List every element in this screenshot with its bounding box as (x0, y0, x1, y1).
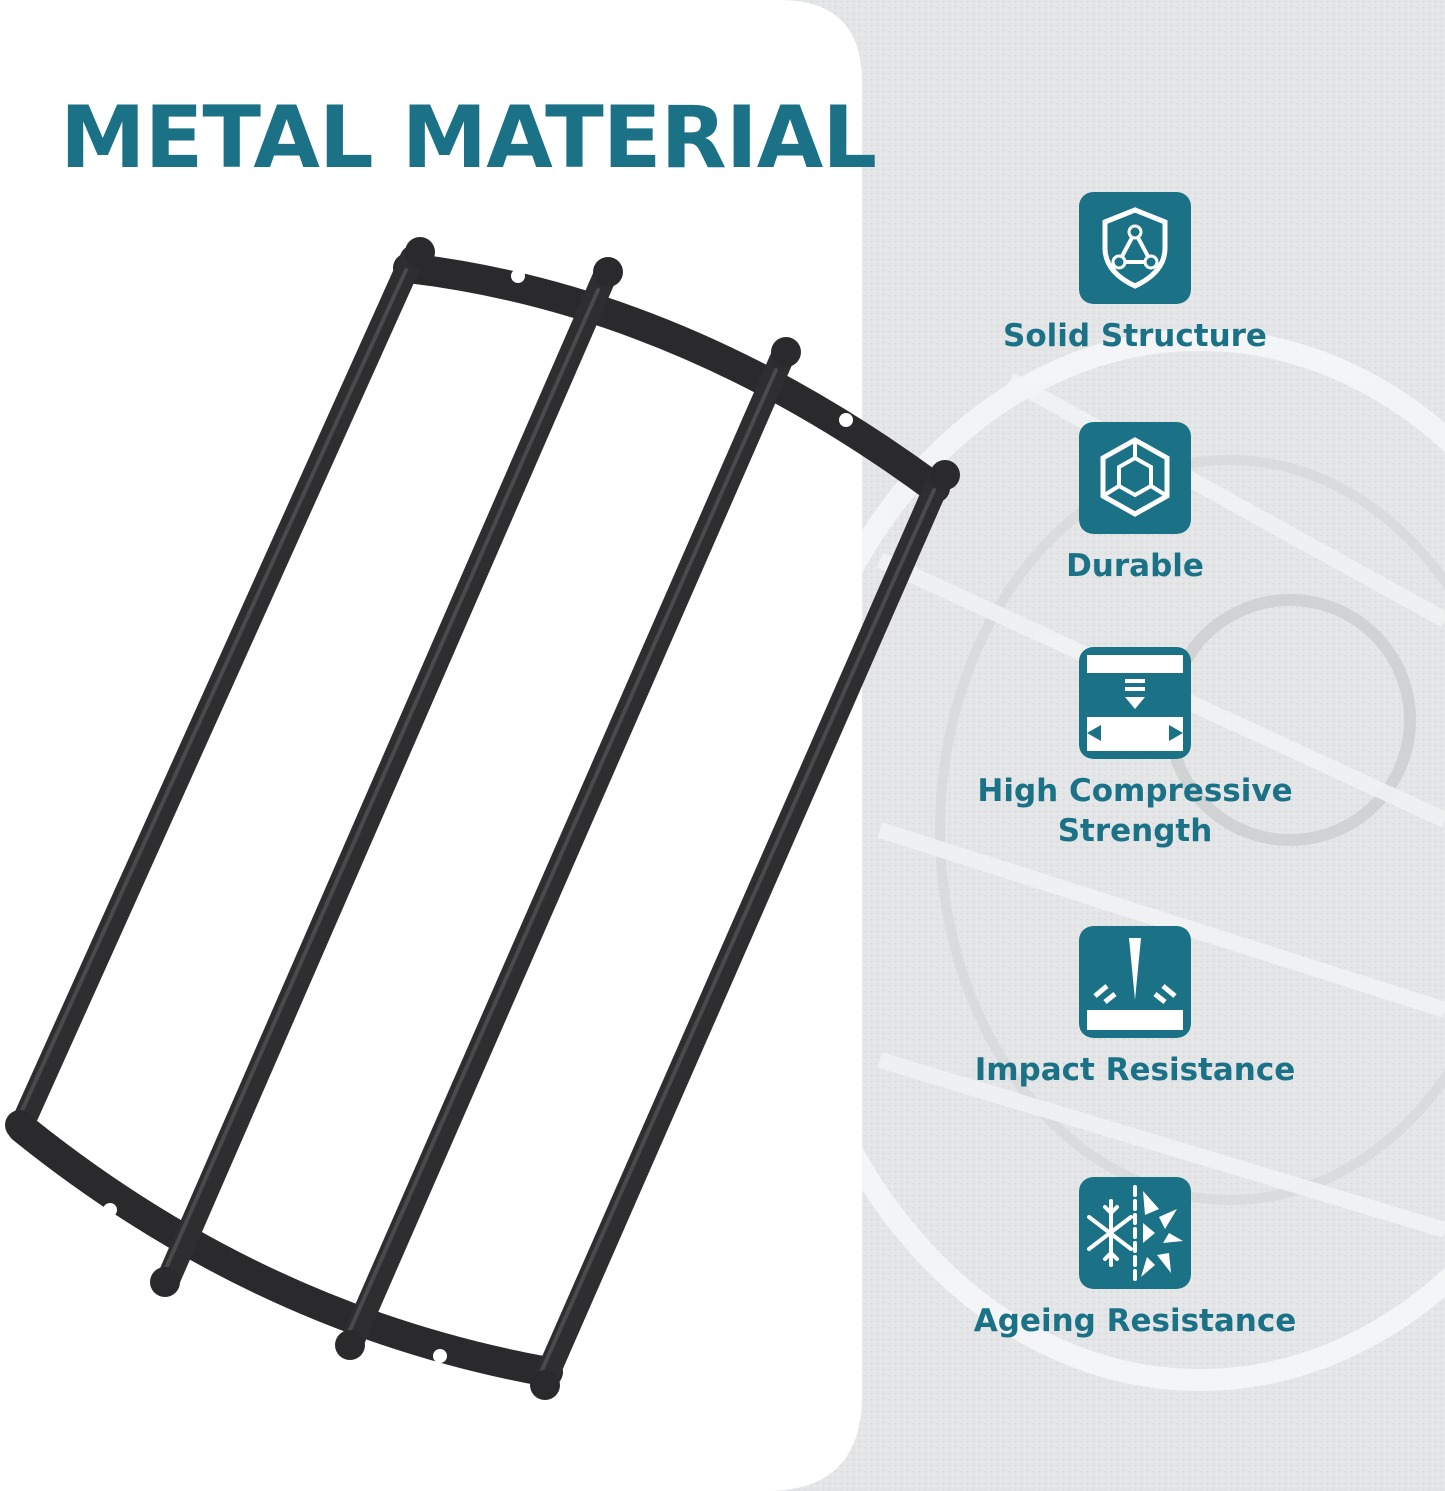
impact-spike-icon (1079, 926, 1191, 1038)
feature-ageing-resistance: Ageing Resistance (940, 1177, 1330, 1341)
feature-impact-resistance: Impact Resistance (940, 926, 1330, 1090)
cube-icon (1079, 422, 1191, 534)
screw-hole (103, 1203, 117, 1217)
bottom-bracket (7, 1113, 563, 1387)
compress-arrow-icon (1079, 647, 1191, 759)
snow-sun-icon (1079, 1177, 1191, 1289)
feature-label: Impact Resistance (974, 1052, 1296, 1088)
page-title: METAL MATERIAL (60, 88, 877, 188)
feature-label: Solid Structure (1003, 318, 1267, 354)
feature-label: High Compressive Strength (977, 773, 1293, 849)
feature-solid-structure: Solid Structure (940, 192, 1330, 356)
top-bracket (393, 253, 950, 503)
feature-durable: Durable (940, 422, 1330, 586)
feature-high-compressive-strength: High Compressive Strength (940, 647, 1330, 851)
screw-hole (839, 413, 853, 427)
shield-triangle-icon (1079, 192, 1191, 304)
feature-label: Durable (1066, 548, 1204, 584)
screw-hole (511, 269, 525, 283)
screw-hole (433, 1349, 447, 1363)
feature-label: Ageing Resistance (973, 1303, 1297, 1339)
